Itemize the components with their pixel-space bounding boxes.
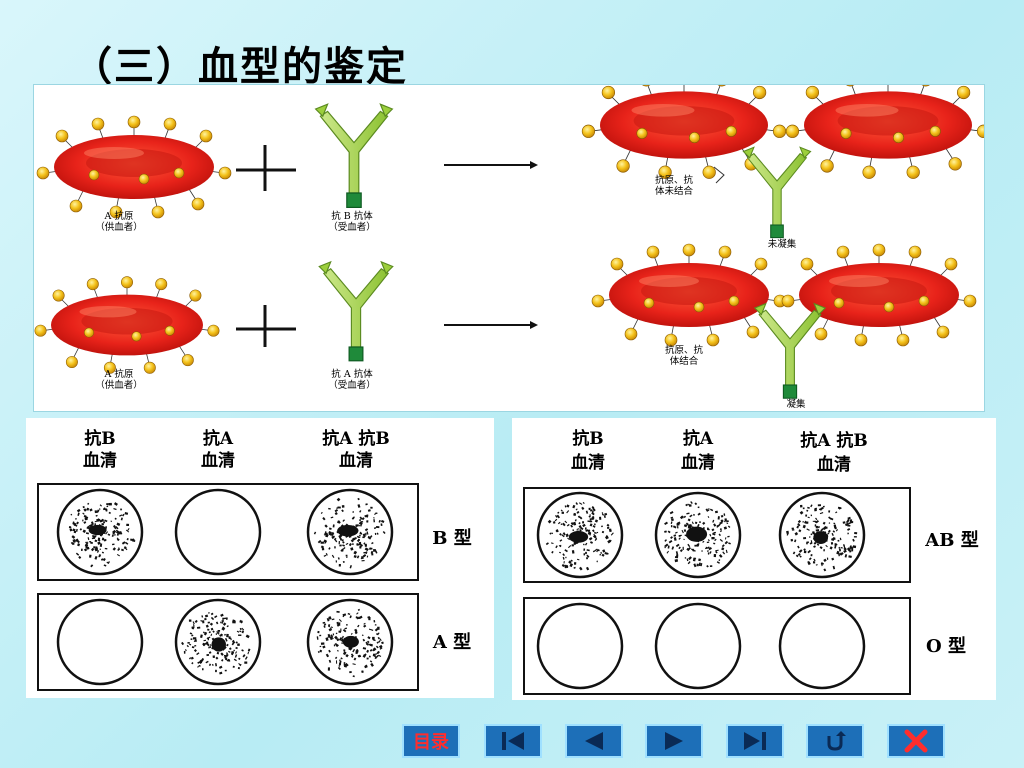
column-header-serum: 血清: [817, 454, 851, 475]
agglutinated-well: [306, 598, 394, 686]
test-slide-row: [523, 597, 911, 695]
agglutination-clumps: [68, 502, 136, 568]
row1-donor-label: （供血者）: [95, 221, 143, 233]
agglutination-clumps: [664, 501, 731, 568]
arrow: [444, 161, 538, 169]
last-page-icon: [744, 732, 766, 750]
first-page-icon: [502, 732, 524, 750]
row2-result-antibody: [754, 303, 826, 399]
plus-sign: [236, 145, 296, 191]
clear-well: [56, 598, 144, 686]
clear-well: [174, 488, 262, 576]
row2-result-label: 凝集: [786, 398, 806, 410]
previous-button[interactable]: [565, 724, 623, 758]
agglutinated-well: [536, 491, 624, 579]
column-header-anti-a-b: 抗A 抗B: [322, 428, 389, 449]
clear-well: [778, 602, 866, 690]
agglutinated-well: [174, 598, 262, 686]
row1-donor-cell: [36, 115, 232, 219]
arrow: [444, 321, 538, 329]
last-page-button[interactable]: [726, 724, 784, 758]
agglutination-clumps: [181, 611, 251, 675]
row2-recipient-label: （受血者）: [328, 379, 376, 391]
agglutination-clumps: [786, 504, 858, 572]
plus-sign: [236, 305, 296, 347]
column-header-serum: 血清: [339, 450, 373, 471]
agglutinated-well: [56, 488, 144, 576]
row1-result-note-1: 抗原、抗: [655, 174, 694, 186]
row2-donor-cell: [34, 276, 220, 374]
previous-icon: [585, 732, 603, 750]
agglutinated-well: [306, 488, 394, 576]
row2-result-cell-left: [591, 243, 787, 347]
antigen-antibody-diagram: A 抗原 （供血者） 抗 B 抗体 （受血者） 抗原、抗 体未结合 未凝集 A …: [33, 70, 991, 412]
row1-result-label: 未凝集: [768, 238, 797, 250]
page-title: （三）血型的鉴定: [72, 43, 408, 90]
agglutinated-well: [778, 491, 866, 579]
row2-result-note-2: 体结合: [670, 355, 699, 367]
agglutination-clumps: [316, 608, 384, 678]
column-header-anti-b: 抗B: [84, 428, 115, 449]
clear-well: [654, 602, 742, 690]
menu-label: 目录: [413, 732, 449, 753]
agglutination-clumps: [545, 501, 614, 571]
agglutination-clumps: [313, 497, 386, 569]
column-header-serum: 血清: [201, 450, 235, 471]
test-slide-row: [523, 487, 911, 583]
column-header-anti-a-b: 抗A 抗B: [800, 430, 867, 451]
test-slide-row: [37, 483, 419, 581]
agglutinated-well: [654, 491, 742, 579]
close-button[interactable]: [887, 724, 945, 758]
row1-antibody-label: 抗 B 抗体: [331, 210, 373, 222]
row2-antibody-label: 抗 A 抗体: [331, 368, 373, 380]
row-label-type-a: A 型: [432, 631, 471, 653]
return-icon: [827, 731, 846, 751]
column-header-serum: 血清: [681, 452, 715, 473]
row-label-type-ab: AB 型: [924, 529, 978, 551]
row2-antigen-label: A 抗原: [104, 368, 134, 380]
row2-antibody: [318, 261, 394, 362]
row1-antibody: [315, 103, 393, 208]
blood-test-panel-left: 抗B 血清 抗A 血清 抗A 抗B 血清 B 型 A 型: [26, 418, 494, 698]
row-label-type-b: B 型: [432, 527, 471, 549]
row-label-type-o: O 型: [926, 635, 966, 657]
row1-result-note-2: 体未结合: [655, 185, 694, 197]
close-icon: [904, 729, 928, 753]
column-header-anti-b: 抗B: [572, 428, 603, 449]
bracket: [713, 166, 725, 184]
row1-antigen-label: A 抗原: [104, 210, 134, 222]
column-header-serum: 血清: [571, 452, 605, 473]
first-page-button[interactable]: [484, 724, 542, 758]
column-header-serum: 血清: [83, 450, 117, 471]
test-slide-row: [37, 593, 419, 691]
row2-result-cell-right: [781, 243, 977, 347]
row1-result-cell-right: [785, 70, 991, 180]
clear-well: [536, 602, 624, 690]
next-button[interactable]: [645, 724, 703, 758]
row2-result-note-1: 抗原、抗: [665, 344, 704, 356]
next-icon: [665, 732, 683, 750]
return-button[interactable]: [806, 724, 864, 758]
row2-donor-label: （供血者）: [95, 379, 143, 391]
menu-button[interactable]: 目录: [402, 724, 460, 758]
blood-test-panel-right: 抗B 血清 抗A 血清 抗A 抗B 血清 AB 型 O 型: [512, 418, 996, 700]
column-header-anti-a: 抗A: [203, 428, 234, 449]
column-header-anti-a: 抗A: [683, 428, 714, 449]
row1-result-antibody: [742, 146, 812, 239]
row1-recipient-label: （受血者）: [328, 221, 376, 233]
